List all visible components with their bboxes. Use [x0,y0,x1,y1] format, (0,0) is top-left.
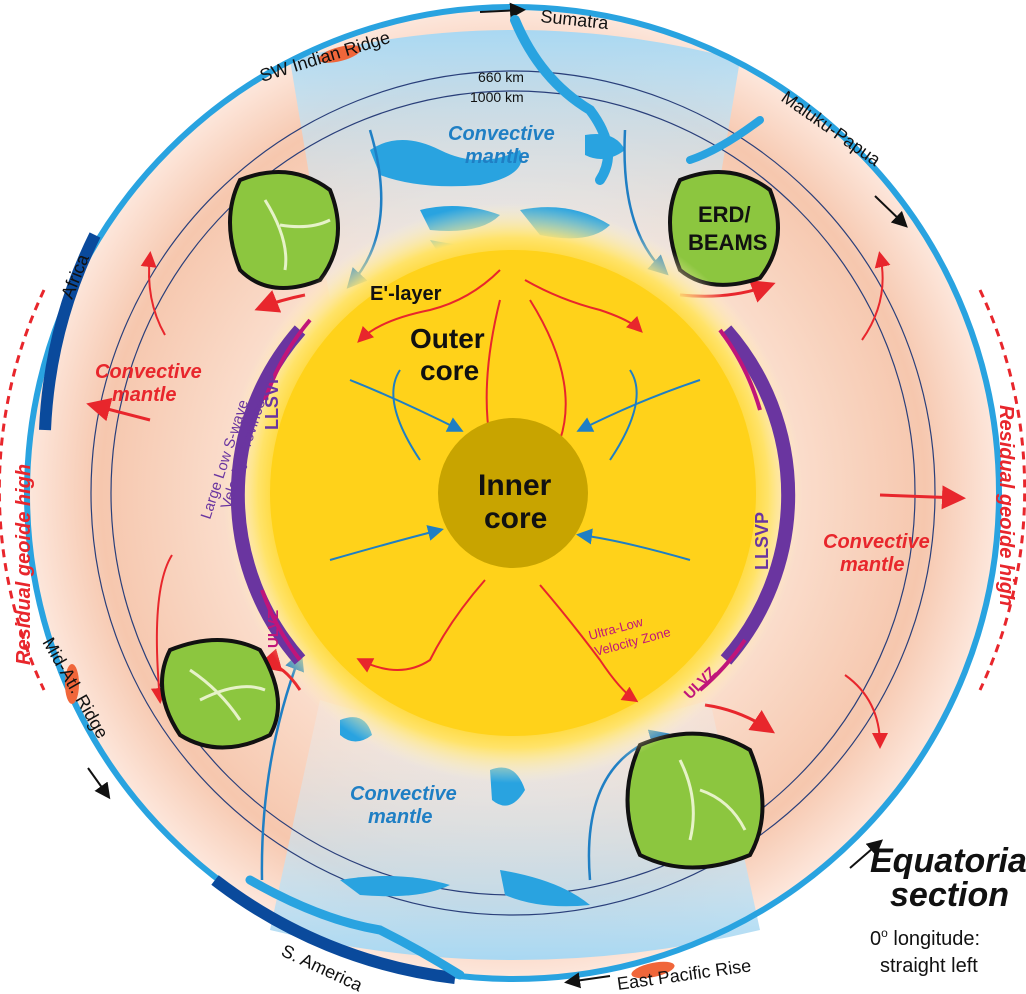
label-660km: 660 km [478,69,524,85]
caption-note-line-2: straight left [880,955,978,977]
label-convective-mantle-top-2: mantle [465,146,529,168]
label-1000km: 1000 km [470,89,524,105]
caption-title-2: section [890,876,1009,914]
label-convective-mantle-bot-2: mantle [368,806,432,828]
caption-note-zero: 0 [870,928,881,950]
label-residual-geoid-left: Residual geoide high [13,464,35,665]
erd-blob-bl [162,640,278,748]
erd-blob-br [628,734,763,868]
label-convective-mantle-right-1: Convective [823,531,930,553]
label-convective-mantle-left-1: Convective [95,361,202,383]
label-llsvp-left: LLSVP [262,372,282,430]
caption-title-1: Equatorial [870,842,1026,880]
plate-arrow-left [88,768,108,796]
label-ulvz-left: ULVZ [265,610,282,648]
erd-blob-tl [230,172,338,288]
label-convective-mantle-left-2: mantle [112,384,176,406]
label-convective-mantle-right-2: mantle [840,554,904,576]
label-llsvp-right: LLSVP [752,512,772,570]
label-outer-core-1: Outer [410,323,485,354]
label-inner-core-1: Inner [478,469,552,502]
label-inner-core-2: core [484,502,547,535]
caption-note-line-1: 0o longitude: [870,926,980,950]
label-outer-core-2: core [420,355,479,386]
label-convective-mantle-bot-1: Convective [350,783,457,805]
label-residual-geoid-right: Residual geoide high [995,405,1017,606]
label-convective-mantle-top-1: Convective [448,123,555,145]
caption-note-longitude: longitude: [888,928,980,950]
label-erd-2: BEAMS [688,230,767,255]
label-e-layer: E'-layer [370,283,442,305]
label-erd-1: ERD/ [698,202,751,227]
